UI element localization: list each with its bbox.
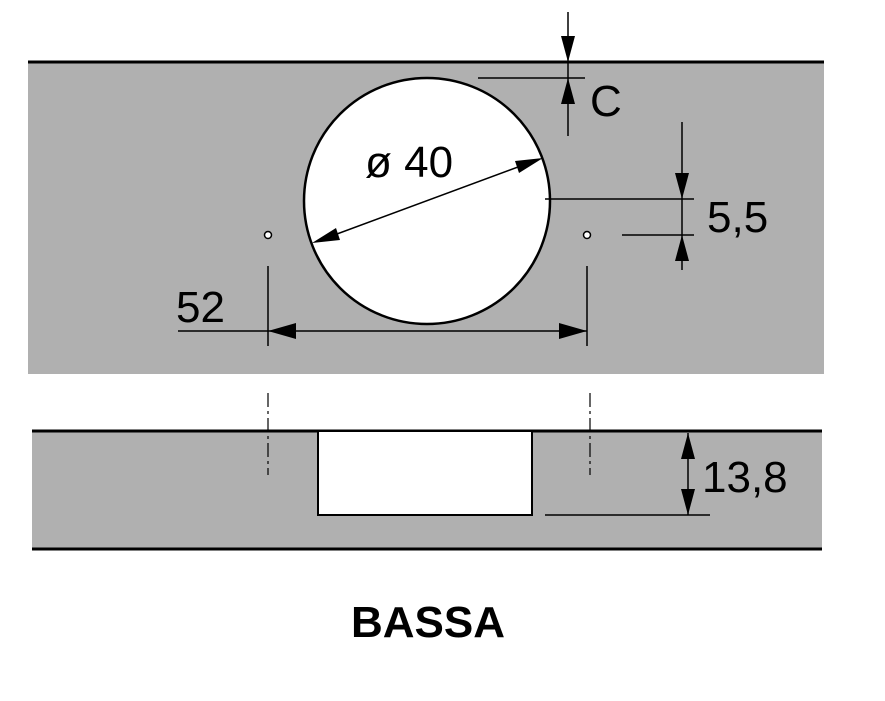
cup-recess [317,430,533,516]
hole-spacing-dimension: 52 [176,266,588,346]
offset-arrow-down [675,173,689,199]
cup-depth-label: 13,8 [702,453,788,502]
depth-arrow-down [681,489,695,515]
top-view: ø 40 C 5,5 52 [28,12,824,374]
cup-depth-dimension: 13,8 [545,433,788,516]
diameter-arrow-upper [515,158,543,173]
edge-distance-label: C [590,77,622,126]
hole-spacing-label: 52 [176,283,225,332]
section-view: 13,8 [32,393,822,551]
diagram-title: BASSA [351,598,505,647]
edge-arrow-down [561,36,575,62]
depth-arrow-up [681,433,695,459]
hole-offset-dimension: 5,5 [545,122,768,270]
spacing-arrow-right [559,323,587,339]
diameter-arrow-lower [312,228,340,243]
edge-arrow-up [561,78,575,104]
diameter-label: ø 40 [365,138,453,187]
diameter-dimension: ø 40 [312,138,543,243]
edge-distance-dimension: C [478,12,622,136]
screw-hole-right [582,230,592,240]
spacing-arrow-left [268,323,296,339]
screw-hole-left [263,230,273,240]
offset-arrow-up [675,235,689,261]
hole-offset-label: 5,5 [707,193,768,242]
